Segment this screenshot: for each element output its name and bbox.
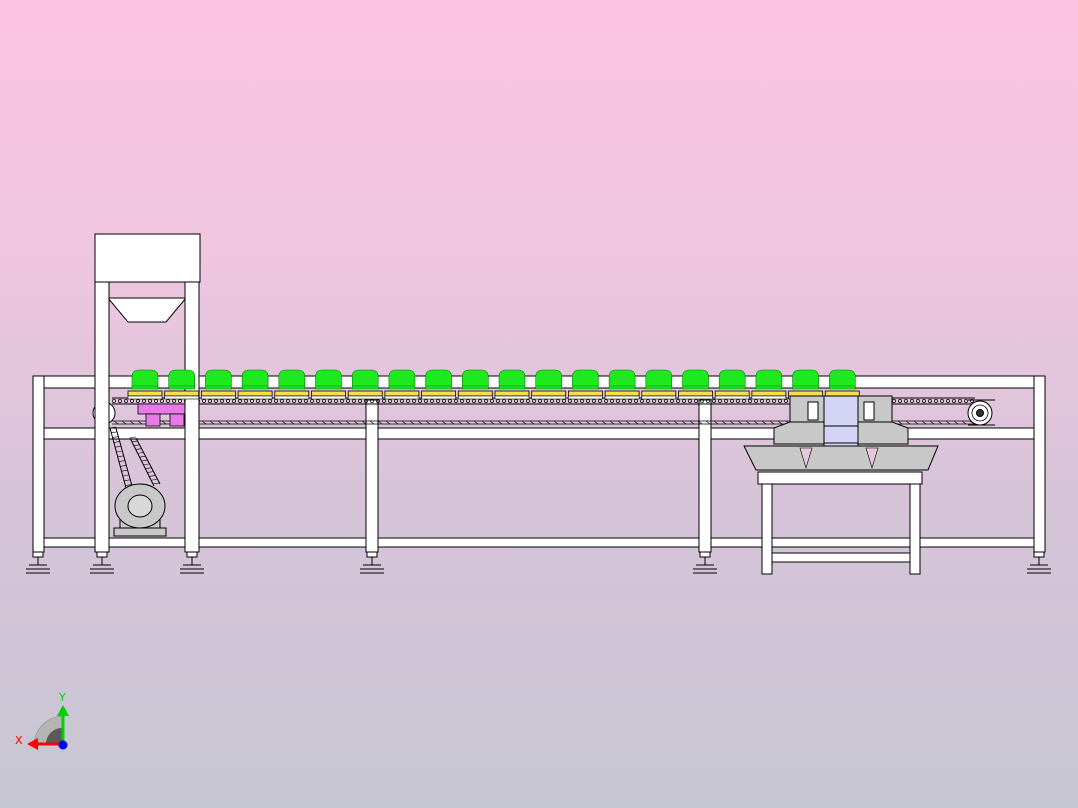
- hopper-funnel: [106, 297, 188, 323]
- collection-trough: [743, 445, 939, 471]
- chute-left: [773, 421, 825, 445]
- product-on-tray: [384, 369, 420, 400]
- product-on-tray: [237, 369, 273, 400]
- coordinate-triad: Y X: [15, 691, 69, 750]
- drive-chain: [109, 426, 161, 489]
- drive-motor[interactable]: [113, 483, 167, 537]
- frame-leg: [32, 375, 45, 553]
- chute-right: [857, 421, 909, 445]
- y-axis-arrow-icon: [57, 705, 69, 742]
- leveling-foot: [90, 551, 114, 574]
- product-on-tray: [274, 369, 310, 400]
- z-axis-dot-icon: [58, 740, 68, 750]
- leveling-foot: [1027, 551, 1051, 574]
- feed-hopper[interactable]: [94, 233, 201, 553]
- hopper-box: [94, 233, 201, 283]
- product-on-tray: [200, 369, 236, 400]
- hopper-leg: [184, 281, 200, 553]
- product-on-tray: [311, 369, 346, 400]
- product-on-tray: [568, 369, 603, 400]
- product-on-tray: [494, 369, 530, 400]
- product-on-tray: [127, 369, 163, 400]
- product-on-tray: [457, 369, 493, 400]
- product-on-tray: [164, 369, 200, 400]
- drive-bracket: [137, 403, 187, 427]
- product-on-tray: [604, 369, 640, 400]
- head-sprocket: [967, 399, 995, 426]
- x-axis-label: X: [15, 734, 23, 747]
- leveling-foot: [360, 551, 384, 574]
- leveling-foot: [180, 551, 204, 574]
- y-axis-label: Y: [58, 691, 66, 704]
- chute-box: [789, 395, 825, 423]
- product-on-tray: [788, 369, 823, 400]
- frame-leg: [1033, 375, 1046, 553]
- product-on-tray: [347, 369, 383, 400]
- hopper-leg: [94, 281, 110, 553]
- product-on-tray: [531, 369, 567, 400]
- product-on-tray: [421, 369, 457, 400]
- product-on-tray: [824, 369, 860, 400]
- product-on-tray: [641, 369, 677, 400]
- leveling-foot: [26, 551, 50, 574]
- sorting-station[interactable]: [743, 395, 939, 471]
- leveling-foot: [693, 551, 717, 574]
- product-on-tray: [678, 369, 713, 400]
- chute-box: [857, 395, 893, 423]
- chute-center-window: [823, 395, 859, 447]
- x-axis-arrow-icon: [27, 738, 62, 750]
- product-on-tray: [714, 369, 750, 400]
- leveling-feet: [26, 551, 1051, 574]
- product-on-tray: [751, 369, 787, 400]
- sorting-table: [757, 471, 923, 575]
